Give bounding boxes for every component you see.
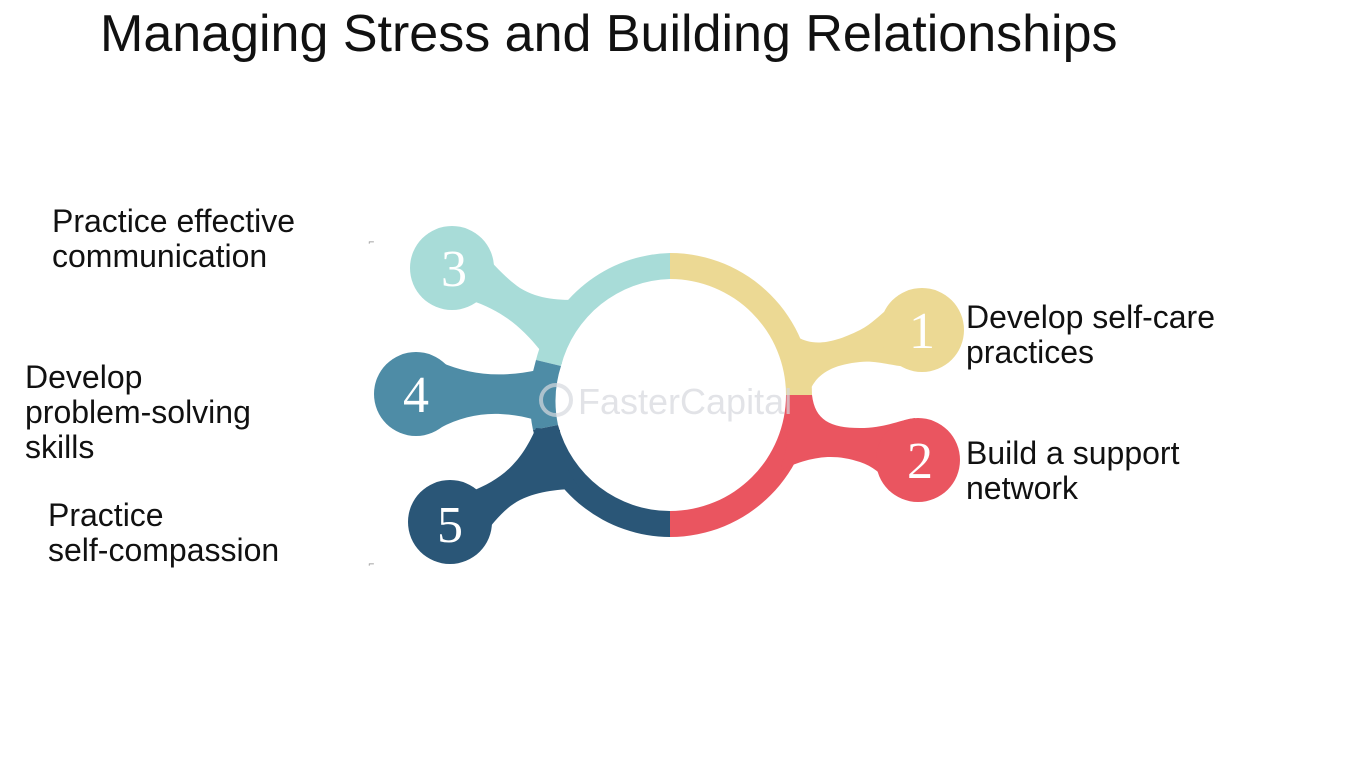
step-label-4-line-1: Develop (25, 359, 143, 395)
ring-segment-1 (670, 253, 812, 395)
ring-segment-3 (536, 253, 670, 366)
node-number-3: 3 (441, 241, 467, 298)
node-circle-5 (408, 480, 492, 564)
node-number-5: 5 (437, 497, 463, 554)
node-circle-4 (374, 352, 458, 436)
step-label-1: Develop self-care practices (966, 300, 1215, 370)
node-circle-3 (410, 226, 494, 310)
step-label-1-line-2: practices (966, 334, 1095, 370)
step-label-4-line-2: problem-solving (25, 394, 251, 430)
node-number-2: 2 (907, 433, 933, 490)
step-label-5: Practice self-compassion (48, 498, 279, 568)
node-circle-2 (876, 418, 960, 502)
page-title: Managing Stress and Building Relationshi… (100, 5, 1118, 63)
step-label-3-line-2: communication (52, 238, 268, 274)
step-label-2-line-1: Build a support (966, 435, 1180, 471)
step-label-3-line-1: Practice effective (52, 203, 296, 239)
step-label-1-line-1: Develop self-care (966, 299, 1215, 335)
connector-4 (440, 362, 538, 428)
watermark-gear-icon (539, 383, 573, 417)
corner-mark-top: ⌐ (368, 238, 375, 247)
node-number-1: 1 (909, 303, 935, 360)
corner-mark-bottom: ⌐ (368, 560, 375, 569)
ring-segment-4 (529, 360, 561, 430)
ring-segment-5 (533, 425, 670, 537)
watermark-text: FasterCapital (578, 381, 792, 422)
step-label-5-line-1: Practice (48, 497, 164, 533)
step-label-5-line-2: self-compassion (48, 532, 280, 568)
node-number-4: 4 (403, 367, 429, 424)
watermark: FasterCapital (539, 381, 792, 422)
step-label-2: Build a support network (966, 436, 1179, 506)
step-label-4-line-3: skills (25, 429, 95, 465)
connector-5 (470, 428, 580, 540)
step-label-2-line-2: network (966, 470, 1079, 506)
node-circle-1 (880, 288, 964, 372)
step-label-3: Practice effective communication (52, 204, 295, 274)
step-label-4: Develop problem-solving skills (25, 360, 251, 465)
connector-3 (470, 250, 580, 364)
